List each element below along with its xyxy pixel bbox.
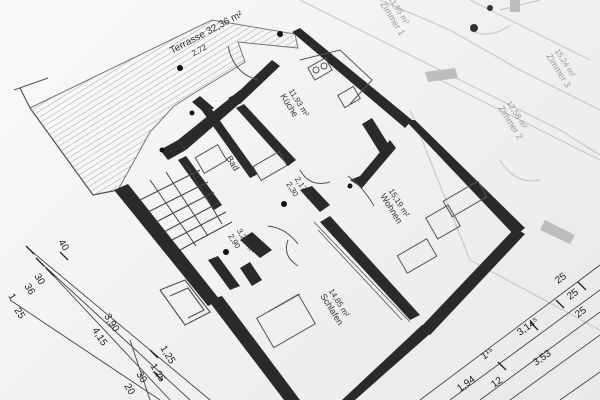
room-flur: 2,30 2,17 m² (284, 175, 315, 203)
walls (114, 28, 525, 400)
room-zimmer1: Zimmer 1 11,95 m² (378, 0, 411, 37)
dimension-lines (9, 249, 600, 400)
dim-right-5: 25 (553, 271, 569, 287)
right-dimension-labels: 3,14⁵ 3,53 1,94 1¹⁵ 12 25 25 25 (455, 271, 589, 395)
terrace-outline (19, 87, 119, 196)
dim-left-7: 1,25 (157, 344, 177, 367)
dim-left-0: 3,90 (101, 312, 121, 335)
terrace-area (29, 19, 299, 196)
dim-left-10: 30 (133, 370, 148, 386)
dim-right-0: 3,14⁵ (515, 316, 541, 339)
dim-right-2: 1,94 (455, 374, 478, 395)
dim-left-4: 1 (5, 292, 18, 303)
dim-left-1: 4,15 (89, 326, 109, 349)
dim-right-7: 25 (573, 305, 589, 321)
background-walls (425, 0, 575, 244)
dim-right-4: 12 (489, 375, 505, 391)
left-dimension-labels: 3,90 4,15 30 36 1 25 40 1,25 1,25 20 30 (5, 238, 177, 398)
dim-left-3: 36 (21, 282, 36, 298)
dim-right-1: 3,53 (531, 348, 554, 369)
fixtures (194, 45, 488, 349)
dimension-ticks (25, 245, 587, 381)
dim-left-6: 40 (55, 238, 70, 254)
staircase (139, 163, 233, 251)
room-wohnen: Wohnen 15,19 m² (378, 187, 411, 225)
room-treppe: 2,90 3,21 m² (226, 227, 257, 255)
room-zimmer3: Zimmer 3 15,24 m² (544, 47, 577, 89)
dim-left-5: 25 (11, 306, 26, 322)
room-schlafen: Schlafen 14,85 m² (318, 287, 351, 327)
entrance-bay (159, 279, 211, 326)
room-kueche: Küche 11,93 m² (278, 87, 311, 119)
room-zimmer2: Zimmer 2 12,58 m² (496, 99, 529, 141)
dim-left-9: 20 (121, 382, 136, 398)
dim-right-3: 1¹⁵ (479, 346, 496, 363)
dim-left-8: 1,25 (147, 362, 167, 385)
level-markers (159, 31, 353, 255)
